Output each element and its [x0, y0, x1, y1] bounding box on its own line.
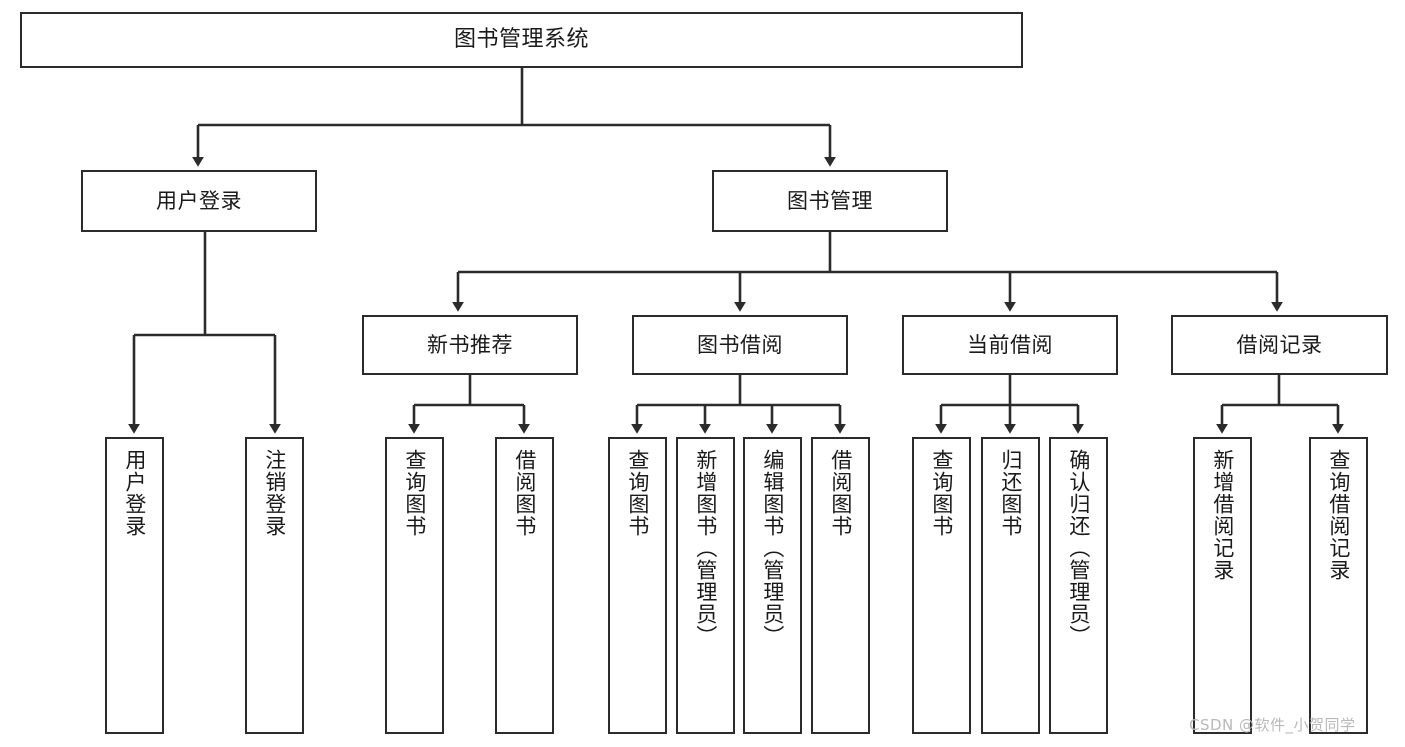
node-label: 新增借阅记录: [1210, 449, 1235, 581]
leaf-user-login[interactable]: 用户登录: [105, 437, 164, 734]
leaf-return-book[interactable]: 归还图书: [981, 437, 1040, 734]
leaf-logout[interactable]: 注销登录: [245, 437, 304, 734]
node-label: 注销登录: [262, 449, 287, 537]
leaf-add-borrow-record[interactable]: 新增借阅记录: [1193, 437, 1252, 734]
watermark-text: CSDN @软件_小贺同学: [1189, 716, 1356, 734]
leaf-query-book-current[interactable]: 查询图书: [912, 437, 971, 734]
node-book-management[interactable]: 图书管理: [712, 170, 948, 232]
node-label: 图书管理系统: [453, 27, 589, 53]
node-label: 查询图书: [929, 449, 954, 537]
node-label: 图书借阅: [697, 332, 783, 357]
node-label: 归还图书: [998, 449, 1023, 537]
node-label: 借阅图书: [828, 449, 853, 537]
node-label: 新增图书（管理员）: [693, 449, 718, 647]
node-label: 用户登录: [122, 449, 147, 537]
node-label: 编辑图书（管理员）: [760, 449, 785, 647]
node-user-login[interactable]: 用户登录: [81, 170, 317, 232]
leaf-add-book-admin[interactable]: 新增图书（管理员）: [676, 437, 735, 734]
leaf-query-book-borrow[interactable]: 查询图书: [608, 437, 667, 734]
node-label: 当前借阅: [967, 332, 1053, 357]
leaf-borrow-book-recommend[interactable]: 借阅图书: [495, 437, 554, 734]
node-borrow-record[interactable]: 借阅记录: [1171, 315, 1388, 375]
leaf-confirm-return-admin[interactable]: 确认归还（管理员）: [1049, 437, 1108, 734]
leaf-query-book-recommend[interactable]: 查询图书: [385, 437, 444, 734]
node-label: 新书推荐: [427, 332, 513, 357]
node-label: 查询图书: [402, 449, 427, 537]
leaf-borrow-book[interactable]: 借阅图书: [811, 437, 870, 734]
leaf-edit-book-admin[interactable]: 编辑图书（管理员）: [743, 437, 802, 734]
node-current-borrow[interactable]: 当前借阅: [902, 315, 1118, 375]
node-book-borrow[interactable]: 图书借阅: [632, 315, 848, 375]
node-root-system[interactable]: 图书管理系统: [20, 12, 1023, 68]
node-label: 图书管理: [787, 188, 873, 213]
node-label: 借阅记录: [1236, 332, 1323, 357]
node-label: 确认归还（管理员）: [1066, 449, 1091, 647]
node-label: 查询图书: [625, 449, 650, 537]
node-label: 查询借阅记录: [1326, 449, 1351, 581]
node-label: 借阅图书: [512, 449, 537, 537]
node-label: 用户登录: [156, 188, 242, 213]
leaf-query-borrow-record[interactable]: 查询借阅记录: [1309, 437, 1368, 734]
node-new-book-recommend[interactable]: 新书推荐: [362, 315, 578, 375]
